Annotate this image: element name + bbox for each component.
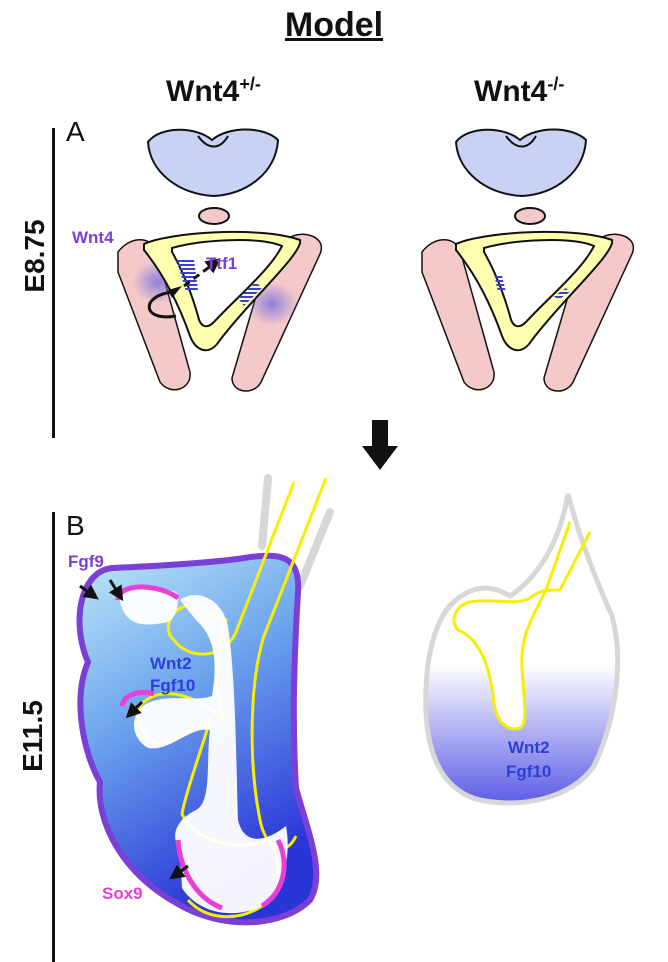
- panel-a-ko-embryo: [422, 130, 633, 392]
- notochord: [515, 208, 545, 224]
- label-wnt2-ko: Wnt2: [508, 738, 550, 758]
- label-wnt4: Wnt4: [72, 228, 114, 248]
- label-fgf10-het: Fgf10: [150, 676, 195, 696]
- neural-tube: [456, 130, 586, 197]
- progression-arrow: [362, 420, 398, 470]
- label-fgf9: Fgf9: [68, 552, 104, 572]
- panel-b-het-lung: [80, 478, 330, 922]
- label-wnt2-het: Wnt2: [150, 654, 192, 674]
- label-fgf10-ko: Fgf10: [506, 762, 551, 782]
- neural-tube: [148, 130, 278, 197]
- label-ttf1: Ttf1: [206, 254, 237, 274]
- label-sox9: Sox9: [102, 884, 143, 904]
- notochord: [199, 208, 229, 224]
